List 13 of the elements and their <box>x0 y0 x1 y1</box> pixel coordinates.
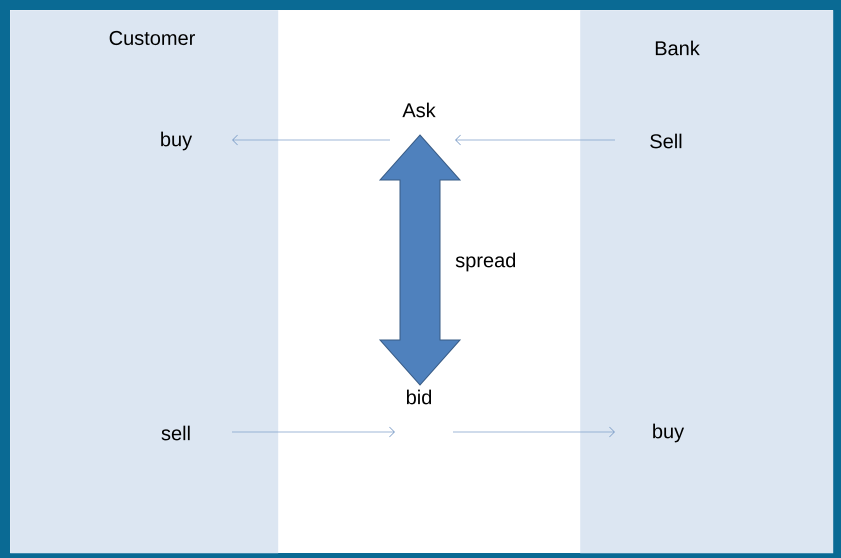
node-label: sell <box>162 426 190 440</box>
arrow <box>232 426 395 438</box>
node-label: Sell <box>650 134 682 148</box>
arrow <box>455 134 616 146</box>
arrow <box>232 134 390 146</box>
band-heading: Bank <box>656 40 700 56</box>
node-label: buy <box>653 424 684 442</box>
arrow <box>452 426 615 438</box>
node-label: Ask <box>402 102 436 118</box>
band-heading: Customer <box>110 30 195 46</box>
edge-label: spread <box>456 252 516 272</box>
node-label: buy <box>161 132 192 150</box>
node-label: bid <box>406 390 432 404</box>
